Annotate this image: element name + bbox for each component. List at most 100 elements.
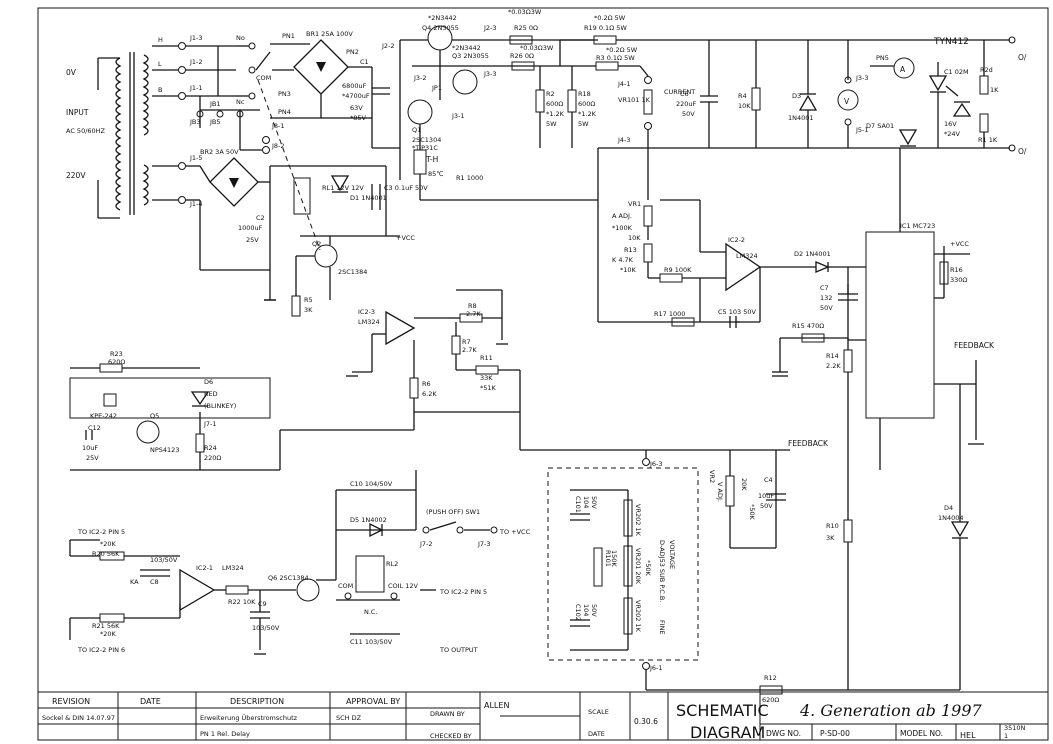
label-j2-2: J2-2 — [381, 42, 395, 50]
label-r2d-v: 1K — [990, 86, 999, 94]
label-r1-1k: R1 1K — [978, 136, 998, 144]
label-c10: C10 104/50V — [350, 480, 393, 488]
label-r23: R23 — [110, 350, 123, 358]
label-d3-v: 1N4001 — [788, 114, 814, 122]
label-c1-v4: *85V — [350, 114, 367, 122]
tb-date-header: DATE — [140, 697, 161, 706]
label-r25: R25 0Ω — [514, 24, 538, 32]
label-vr2-v: V ADJ. — [716, 482, 724, 502]
label-j1-1: J1-1 — [189, 84, 203, 92]
label-d6: D6 — [204, 378, 213, 386]
label-r3: R3 0.1Ω 5W — [596, 54, 635, 62]
label-ka: KA — [130, 578, 139, 586]
label-c1: C1 — [360, 58, 369, 66]
label-switch-no: No — [236, 34, 245, 42]
label-vr1-v2: 10K — [628, 234, 641, 242]
label-r24-v: 220Ω — [204, 454, 221, 462]
label-o-minus: O/ — [1018, 147, 1027, 156]
voltage-sub-pcb — [547, 450, 699, 690]
label-r18-v1: 600Ω — [578, 100, 595, 108]
label-c6: C6 — [680, 90, 689, 98]
label-r14: R14 — [826, 352, 839, 360]
label-jp1: JP1 — [431, 84, 442, 92]
label-j5-1: J5-1 — [855, 126, 869, 134]
label-r14-v: 2.2K — [826, 362, 841, 370]
regulator-ic1 — [772, 148, 977, 520]
label-q1-part: 2SC1304 — [412, 136, 441, 144]
label-r16: R16 — [950, 266, 963, 274]
label-0v: 0V — [66, 68, 77, 77]
label-vcc2: +VCC — [950, 240, 969, 248]
label-push: (PUSH OFF) SW1 — [426, 508, 480, 516]
shunt-resistors — [509, 35, 1010, 71]
label-r15: R15 470Ω — [792, 322, 824, 330]
label-j1-2: J1-2 — [189, 58, 203, 66]
label-to-vcc: TO +VCC — [499, 528, 531, 536]
label-c2-v2: 25V — [246, 236, 259, 244]
label-d7: D7 SA01 — [866, 122, 894, 130]
label-16v: 16V — [944, 120, 957, 128]
label-pin-b: B — [158, 86, 162, 94]
label-j7-1: J7-1 — [203, 420, 217, 428]
label-c7-v1: 132 — [820, 294, 832, 302]
label-r22: R22 10K — [228, 598, 256, 606]
label-kpe: KPE-242 — [90, 412, 117, 420]
voltage-adjust — [646, 384, 970, 695]
label-vr203: VR202 1K — [634, 600, 642, 633]
label-d4-v: 1N4004 — [938, 514, 964, 522]
label-rl2: RL2 — [386, 560, 398, 568]
label-r17: R17 1000 — [654, 310, 685, 318]
label-j6-1: J6-1 — [649, 664, 663, 672]
label-vr2-v2: 20K — [740, 478, 748, 491]
tb-model-small2: 1 — [1004, 732, 1008, 740]
label-r4-v: 10K — [738, 102, 751, 110]
label-q5: Q5 — [150, 412, 159, 420]
label-j7-3: J7-3 — [477, 540, 491, 548]
label-pn1: PN1 — [282, 32, 295, 40]
label-r16-v: 330Ω — [950, 276, 967, 284]
label-r10-v: 3K — [826, 534, 835, 542]
tb-desc-entry2: PN 1 Rel. Delay — [200, 730, 250, 738]
label-switch-nc: Nc — [236, 98, 245, 106]
label-ic2-3: IC2-3 — [358, 308, 375, 316]
label-r18-v2: *1.2K — [578, 110, 597, 118]
tb-model-no: MODEL NO. — [900, 729, 943, 738]
blinker-circuit — [69, 363, 415, 471]
label-r2: R2 — [546, 90, 555, 98]
label-ic2-1: IC2-1 — [196, 564, 213, 572]
label-d5: D5 1N4002 — [350, 516, 387, 524]
label-c101: C101 — [574, 496, 582, 513]
output-filter — [700, 40, 818, 148]
label-ic2-1-p: LM324 — [222, 564, 244, 572]
delay-circuit — [69, 539, 320, 650]
tb-model-val: HEL — [960, 731, 976, 740]
label-tyn412: TYN412 — [933, 37, 969, 47]
label-pn3: PN3 — [278, 90, 291, 98]
label-q4: Q4 2N3055 — [422, 24, 459, 32]
label-to-ic22-5b: TO IC2-2 PIN 5 — [439, 588, 487, 596]
bleeder-resistors — [535, 66, 577, 148]
label-sub-pcb: D-ADJ53 SUB P.C.B. — [658, 540, 666, 602]
opamp-ic2-2 — [597, 148, 866, 328]
label-c102-v: 104 — [582, 604, 590, 616]
tb-dwg-no: DWG NO. — [766, 729, 801, 738]
label-pin-h: H — [158, 36, 163, 44]
label-c102: C102 — [574, 604, 582, 621]
label-c12: C12 — [88, 424, 101, 432]
transformer — [97, 52, 149, 219]
label-24v: *24V — [944, 130, 961, 138]
label-c7: C7 — [820, 284, 829, 292]
label-r2-v1: 600Ω — [546, 100, 563, 108]
secondary-taps — [152, 42, 270, 204]
label-q6: Q6 2SC1384 — [268, 574, 309, 582]
label-d6-v2: (BLINKEY) — [204, 402, 236, 410]
label-r13-v2: *10K — [620, 266, 637, 274]
label-r23-v: 620Ω — [108, 358, 125, 366]
label-rl2-com: COM — [338, 582, 353, 590]
label-j8-2: J8-2 — [271, 142, 285, 150]
label-r9: R9 100K — [664, 266, 692, 274]
crowbar-scr — [928, 36, 1016, 152]
label-c1-v3: 63V — [350, 104, 363, 112]
push-switch-circuit — [316, 470, 498, 635]
